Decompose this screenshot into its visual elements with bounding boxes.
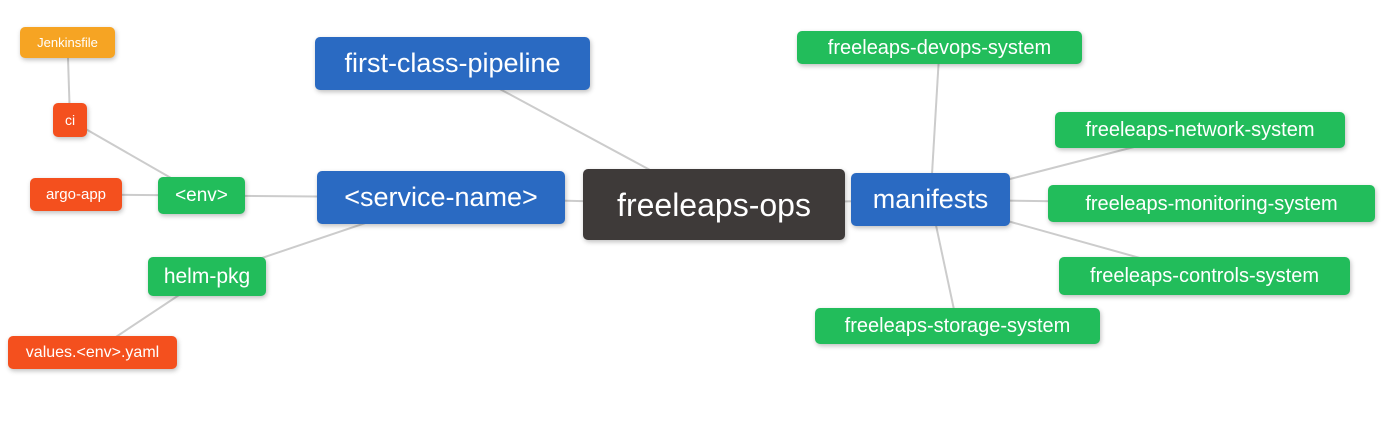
node-env[interactable]: <env>	[158, 177, 245, 214]
node-freeleaps-storage-system[interactable]: freeleaps-storage-system	[815, 308, 1100, 344]
node-freeleaps-monitoring-system[interactable]: freeleaps-monitoring-system	[1048, 185, 1375, 222]
node-freeleaps-network-system[interactable]: freeleaps-network-system	[1055, 112, 1345, 148]
node-first-class-pipeline[interactable]: first-class-pipeline	[315, 37, 590, 90]
node-helm-pkg[interactable]: helm-pkg	[148, 257, 266, 296]
node-manifests[interactable]: manifests	[851, 173, 1010, 226]
node-freeleaps-controls-system[interactable]: freeleaps-controls-system	[1059, 257, 1350, 295]
node-service-name[interactable]: <service-name>	[317, 171, 565, 224]
node-freeleaps-devops-system[interactable]: freeleaps-devops-system	[797, 31, 1082, 64]
node-freeleaps-ops[interactable]: freeleaps-ops	[583, 169, 845, 240]
node-jenkinsfile[interactable]: Jenkinsfile	[20, 27, 115, 58]
node-ci[interactable]: ci	[53, 103, 87, 137]
node-values-env-yaml[interactable]: values.<env>.yaml	[8, 336, 177, 369]
node-argo-app[interactable]: argo-app	[30, 178, 122, 211]
